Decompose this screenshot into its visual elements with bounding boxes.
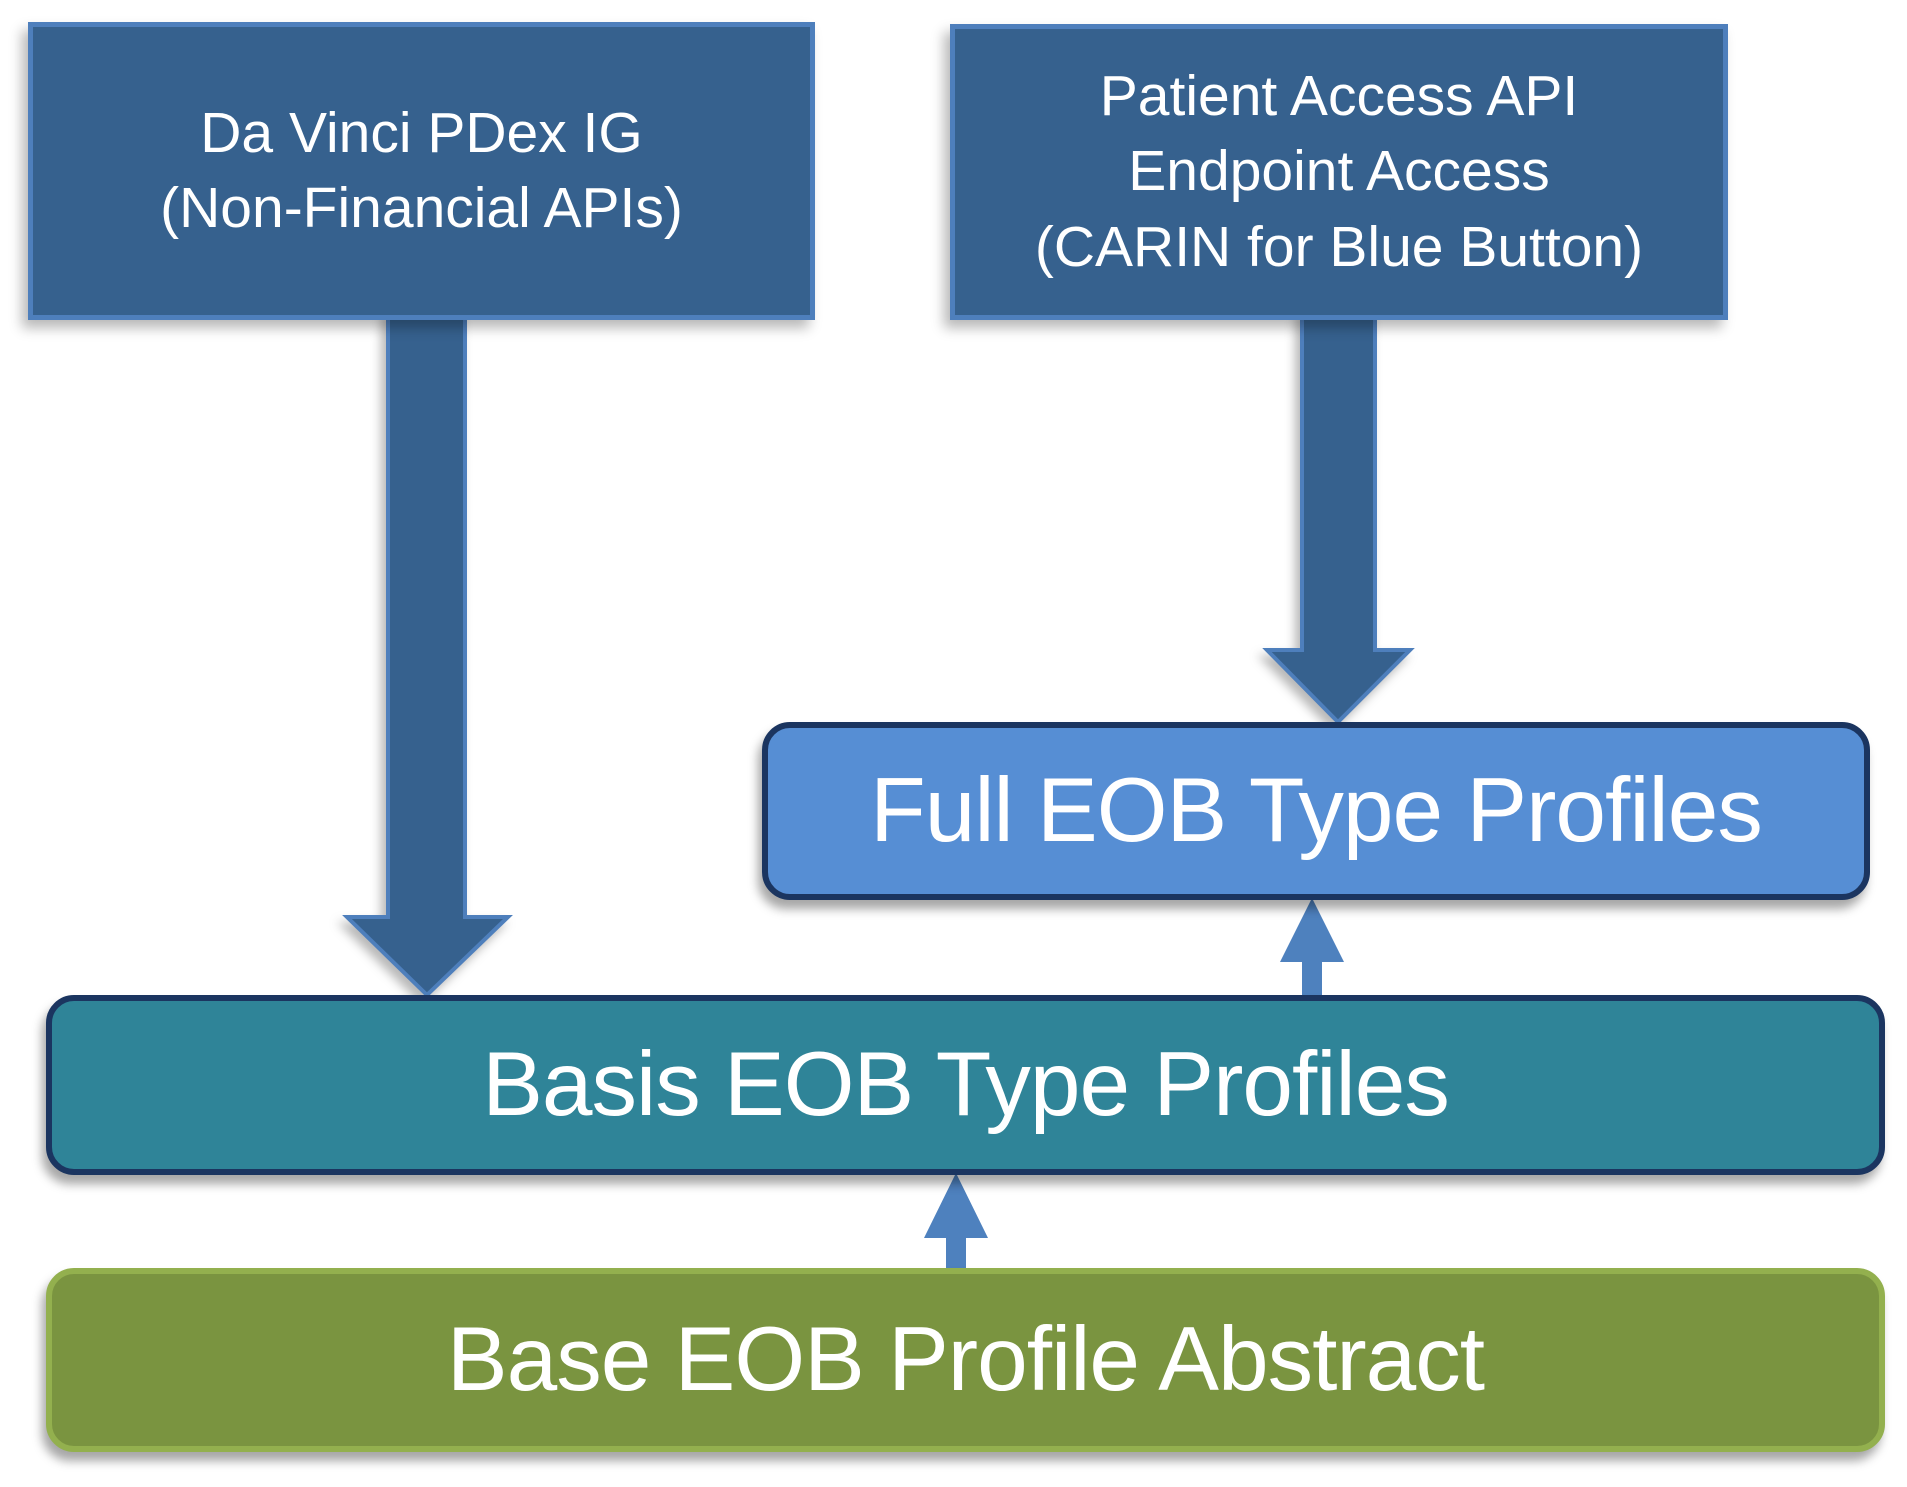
full-eob-type-profiles-label: Full EOB Type Profiles: [870, 759, 1763, 861]
patient-access-api-label: Patient Access API Endpoint Access (CARI…: [1034, 64, 1644, 279]
basis-eob-type-profiles-label: Basis EOB Type Profiles: [482, 1033, 1450, 1135]
base-eob-profile-abstract-box: Base EOB Profile Abstract: [46, 1268, 1885, 1452]
full-eob-type-profiles-box: Full EOB Type Profiles: [762, 722, 1870, 900]
basis-to-full-up-arrow: [1280, 898, 1344, 1000]
pdex-ig-label: Da Vinci PDex IG (Non-Financial APIs): [160, 100, 683, 240]
basis-eob-type-profiles-box: Basis EOB Type Profiles: [46, 995, 1885, 1175]
pdex-down-arrow: [342, 308, 513, 998]
base-eob-profile-abstract-label: Base EOB Profile Abstract: [446, 1308, 1485, 1410]
pdex-ig-box: Da Vinci PDex IG (Non-Financial APIs): [28, 22, 815, 320]
base-to-basis-up-arrow: [924, 1173, 988, 1272]
patient-access-down-arrow: [1262, 308, 1415, 725]
patient-access-api-box: Patient Access API Endpoint Access (CARI…: [950, 24, 1728, 320]
